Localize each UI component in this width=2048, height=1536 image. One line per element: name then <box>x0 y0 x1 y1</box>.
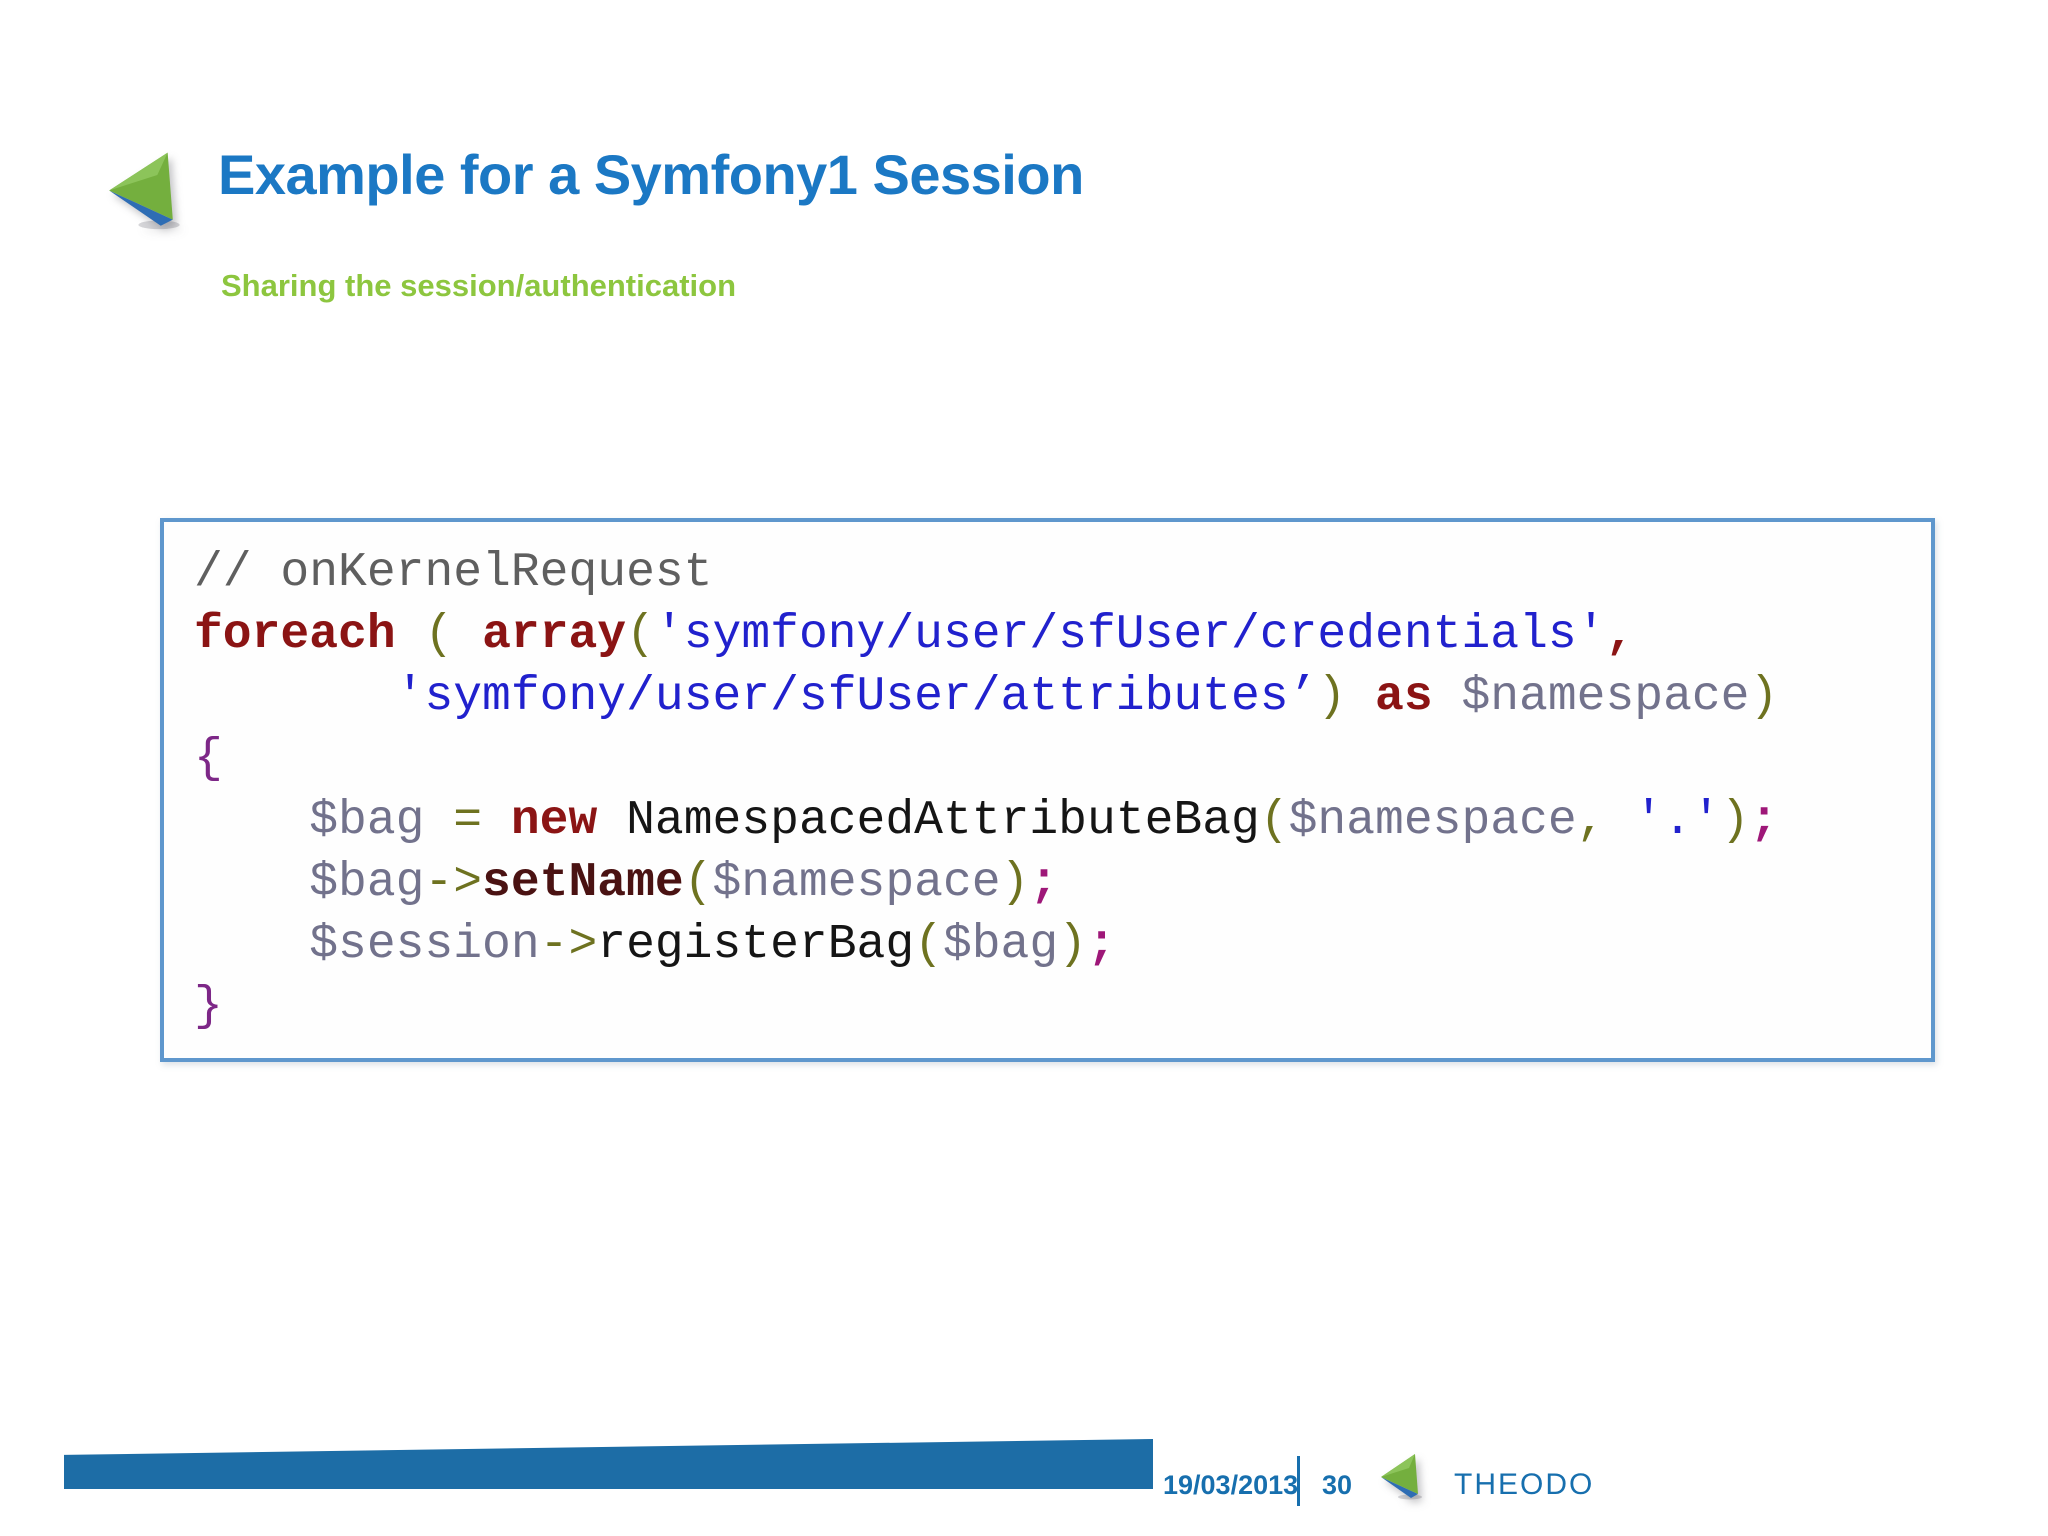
code-token: = <box>453 794 483 848</box>
code-token: , <box>1576 794 1606 848</box>
code-token: ) <box>1000 856 1030 910</box>
code-token: 'symfony/user/sfUser/credentials' <box>654 608 1606 662</box>
code-token: -> <box>539 918 598 972</box>
code-token: ; <box>1086 918 1116 972</box>
footer-progress-bar <box>64 1438 1153 1489</box>
code-line: } <box>194 976 1931 1038</box>
code-token: foreach <box>194 608 396 662</box>
code-token: $namespace <box>712 856 1001 910</box>
code-line: 'symfony/user/sfUser/attributes’) as $na… <box>194 666 1931 728</box>
code-token: ) <box>1317 670 1347 724</box>
code-token: as <box>1375 670 1433 724</box>
code-token <box>194 918 309 972</box>
code-token: NamespacedAttributeBag <box>626 794 1260 848</box>
page-subtitle: Sharing the session/authentication <box>221 268 737 303</box>
code-token <box>424 794 453 848</box>
code-token <box>1346 670 1375 724</box>
code-token: 'symfony/user/sfUser/attributes’ <box>395 670 1318 724</box>
code-token <box>597 794 626 848</box>
code-token: , <box>1605 608 1635 662</box>
footer-page-number: 30 <box>1322 1470 1353 1500</box>
code-token: ( <box>914 918 943 972</box>
code-line: $bag = new NamespacedAttributeBag($names… <box>194 790 1931 852</box>
code-token <box>396 608 425 662</box>
code-token: registerBag <box>597 918 915 972</box>
page-title: Example for a Symfony1 Session <box>218 143 1084 206</box>
code-token: new <box>510 794 598 848</box>
code-token: ) <box>1720 794 1750 848</box>
code-token <box>1605 794 1634 848</box>
code-token: { <box>194 732 223 786</box>
code-token <box>453 608 482 662</box>
code-token: array <box>482 608 627 662</box>
code-token: ; <box>1749 794 1779 848</box>
code-token: $bag <box>942 918 1059 972</box>
code-token: } <box>194 980 223 1034</box>
code-token <box>482 794 511 848</box>
theodo-pyramid-icon <box>109 152 180 230</box>
code-token: // onKernelRequest <box>194 546 713 600</box>
code-token <box>194 794 309 848</box>
code-line: { <box>194 728 1931 790</box>
code-line: foreach ( array('symfony/user/sfUser/cre… <box>194 604 1931 666</box>
code-line: // onKernelRequest <box>194 542 1931 604</box>
code-token: $bag <box>309 856 425 910</box>
footer-brand: THEODO <box>1454 1468 1595 1501</box>
code-token: ( <box>424 608 454 662</box>
code-token: ( <box>683 856 713 910</box>
code-line: $session->registerBag($bag); <box>194 914 1931 976</box>
code-token: '.' <box>1634 794 1721 848</box>
code-token: ( <box>1259 794 1289 848</box>
code-token: ( <box>626 608 655 662</box>
code-token: $namespace <box>1288 794 1577 848</box>
code-token <box>194 670 396 724</box>
code-line: $bag->setName($namespace); <box>194 852 1931 914</box>
code-token: ) <box>1058 918 1087 972</box>
code-token: $bag <box>309 794 425 848</box>
theodo-pyramid-icon <box>1381 1454 1422 1500</box>
code-token: $namespace <box>1461 670 1750 724</box>
code-token: $session <box>309 918 540 972</box>
footer-date: 19/03/2013 <box>1163 1470 1299 1500</box>
code-token: setName <box>482 856 684 910</box>
code-token <box>194 856 309 910</box>
footer-separator <box>1297 1456 1300 1506</box>
code-token: ) <box>1749 670 1779 724</box>
code-token: -> <box>424 856 483 910</box>
code-token: ; <box>1029 856 1059 910</box>
code-token <box>1433 670 1462 724</box>
